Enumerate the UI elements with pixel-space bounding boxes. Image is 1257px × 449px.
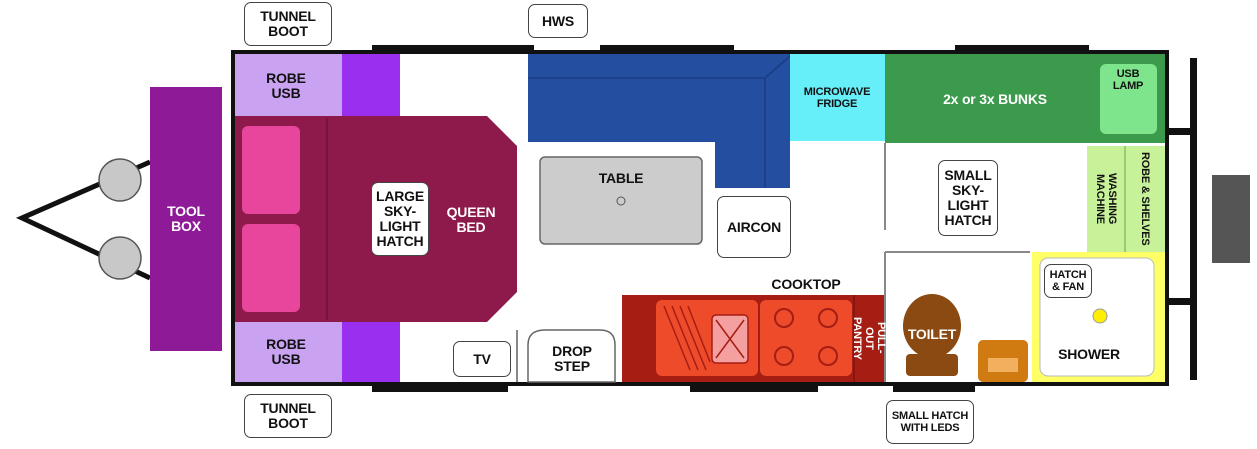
microwave-fridge — [790, 54, 885, 141]
usb-lamp-label: USB LAMP — [1112, 68, 1144, 92]
tunnel-boot-bottom-label: TUNNEL BOOT — [244, 394, 332, 438]
microwave-fridge-label: MICROWAVE FRIDGE — [803, 86, 871, 110]
bunks-label: 2x or 3x BUNKS — [943, 90, 1047, 107]
hatch-fan-label: HATCH & FAN — [1044, 264, 1092, 298]
robe-shelves — [1125, 146, 1165, 252]
toilet-label: TOILET — [907, 325, 957, 342]
lounge-seating — [528, 54, 790, 188]
drop-step-label: DROP STEP — [552, 343, 592, 374]
tunnel-boot-top-label: TUNNEL BOOT — [244, 2, 332, 46]
robe-bottom-accent — [342, 322, 400, 382]
small-hatch-leds-label: SMALL HATCH WITH LEDS — [886, 400, 974, 444]
cooktop-label: COOKTOP — [771, 275, 841, 292]
cooktop-burners — [774, 308, 838, 366]
queen-bed-label: QUEEN BED — [446, 204, 496, 235]
washing-machine-label: WASHING MACHINE — [1094, 173, 1118, 225]
rear-bumper — [1166, 58, 1250, 380]
jockey-wheel-top — [98, 158, 142, 202]
jockey-wheel-bottom — [98, 236, 142, 280]
robe-shelves-label: ROBE & SHELVES — [1139, 152, 1151, 246]
pull-out-pantry-label: PULL- OUT PANTRY — [851, 316, 887, 360]
washing-machine — [1087, 146, 1125, 252]
table-label: TABLE — [598, 169, 644, 186]
tv-label: TV — [453, 341, 511, 377]
windows-top — [372, 45, 1089, 53]
aircon-label: AIRCON — [717, 196, 791, 258]
drop-step — [527, 329, 616, 383]
interior-walls — [516, 143, 1030, 382]
toilet-cistern — [906, 354, 958, 376]
tool-box-label: TOOL BOX — [167, 203, 205, 234]
tool-box — [150, 87, 222, 351]
cooktop-panel — [760, 300, 852, 376]
small-sky-light-hatch-label: SMALL SKY- LIGHT HATCH — [938, 160, 998, 236]
robe-top — [235, 54, 342, 116]
dining-table — [539, 156, 703, 245]
robe-bottom — [235, 322, 342, 382]
robe-top-accent — [342, 54, 400, 116]
usb-lamp — [1100, 64, 1157, 134]
pillow-bottom — [242, 224, 300, 312]
robe-usb-top-label: ROBE USB — [266, 70, 306, 101]
pillow-top — [242, 126, 300, 214]
windows-bottom — [372, 384, 975, 392]
toilet-bowl — [903, 294, 961, 358]
hws-label: HWS — [528, 4, 588, 38]
shower-drain — [1092, 308, 1108, 324]
large-sky-light-hatch-label: LARGE SKY- LIGHT HATCH — [371, 182, 429, 256]
shower-label: SHOWER — [1058, 345, 1120, 362]
robe-usb-bottom-label: ROBE USB — [266, 336, 306, 367]
